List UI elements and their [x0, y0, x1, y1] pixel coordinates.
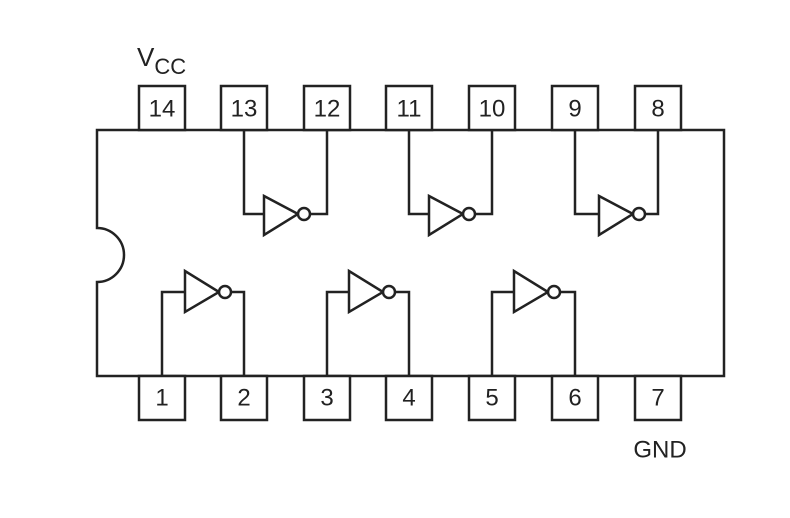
input-wire [160, 290, 185, 376]
pin-number: 14 [149, 95, 176, 122]
pin-number: 5 [485, 384, 498, 411]
pin-11: 11 [384, 84, 434, 132]
input-wire [490, 290, 514, 376]
pin-14: 14 [137, 84, 187, 132]
vcc-label: VCC [137, 42, 186, 79]
upper-gate-11-10 [407, 130, 494, 238]
bottom-pins: 1 2 3 4 5 6 7 [137, 374, 683, 422]
pin-number: 6 [568, 384, 581, 411]
vcc-label-subscript: CC [154, 54, 186, 79]
output-wire [560, 290, 577, 376]
pin-box [550, 374, 600, 422]
inverter-triangle [597, 193, 636, 238]
pin-number: 2 [237, 384, 250, 411]
pin-8: 8 [633, 84, 683, 132]
lower-gate-1-2 [160, 268, 246, 376]
pin-box [137, 84, 187, 132]
pin-7: 7 [633, 374, 683, 422]
pin-2: 2 [219, 374, 269, 422]
inverter-bubble [381, 284, 397, 300]
inverter-triangle [347, 268, 386, 315]
pin-4: 4 [384, 374, 434, 422]
pin-10: 10 [467, 84, 517, 132]
inverter-bubble [217, 284, 233, 300]
pin-number: 4 [402, 384, 415, 411]
input-wire [325, 290, 349, 376]
lower-gate-5-6 [490, 268, 577, 376]
gnd-label: GND [633, 436, 686, 463]
pin-box [550, 84, 600, 132]
pin-number: 3 [320, 384, 333, 411]
pin-number: 11 [397, 95, 422, 122]
vcc-label-main: V [137, 42, 155, 72]
output-wire [395, 290, 411, 376]
pin-box [219, 374, 269, 422]
pin-3: 3 [302, 374, 352, 422]
pin-box [384, 84, 434, 132]
pin-number: 10 [479, 95, 506, 122]
inverter-bubble [296, 206, 312, 222]
pin-box [137, 374, 187, 422]
lower-gate-3-4 [325, 268, 411, 376]
inverter-triangle [262, 193, 301, 238]
pin-number: 8 [651, 95, 664, 122]
inverter-bubble [631, 206, 647, 222]
input-wire [242, 130, 264, 216]
pin-number: 7 [651, 384, 664, 411]
pin-box [384, 374, 434, 422]
pin-number: 13 [231, 95, 258, 122]
inverter-triangle [512, 268, 551, 315]
pin-number: 12 [314, 95, 341, 122]
upper-gate-9-8 [573, 130, 660, 238]
inverter-triangle [183, 268, 222, 315]
pin-5: 5 [467, 374, 517, 422]
output-wire [231, 290, 246, 376]
pin-6: 6 [550, 374, 600, 422]
pin-box [467, 374, 517, 422]
input-wire [573, 130, 599, 216]
pin-12: 12 [302, 84, 352, 132]
input-wire [407, 130, 429, 216]
ic-body [95, 128, 726, 378]
pin-box [302, 374, 352, 422]
output-wire [475, 130, 494, 216]
inverter-bubble [461, 206, 477, 222]
top-pins: 14 13 12 11 10 9 8 [137, 84, 683, 132]
pin-number: 9 [568, 95, 581, 122]
pin-1: 1 [137, 374, 187, 422]
pin-13: 13 [219, 84, 269, 132]
output-wire [645, 130, 660, 216]
pin-number: 1 [155, 384, 168, 411]
pin-9: 9 [550, 84, 600, 132]
inverter-bubble [546, 284, 562, 300]
inverter-triangle [427, 193, 466, 238]
output-wire [310, 130, 329, 216]
pin-box [633, 374, 683, 422]
upper-gate-13-12 [242, 130, 329, 238]
